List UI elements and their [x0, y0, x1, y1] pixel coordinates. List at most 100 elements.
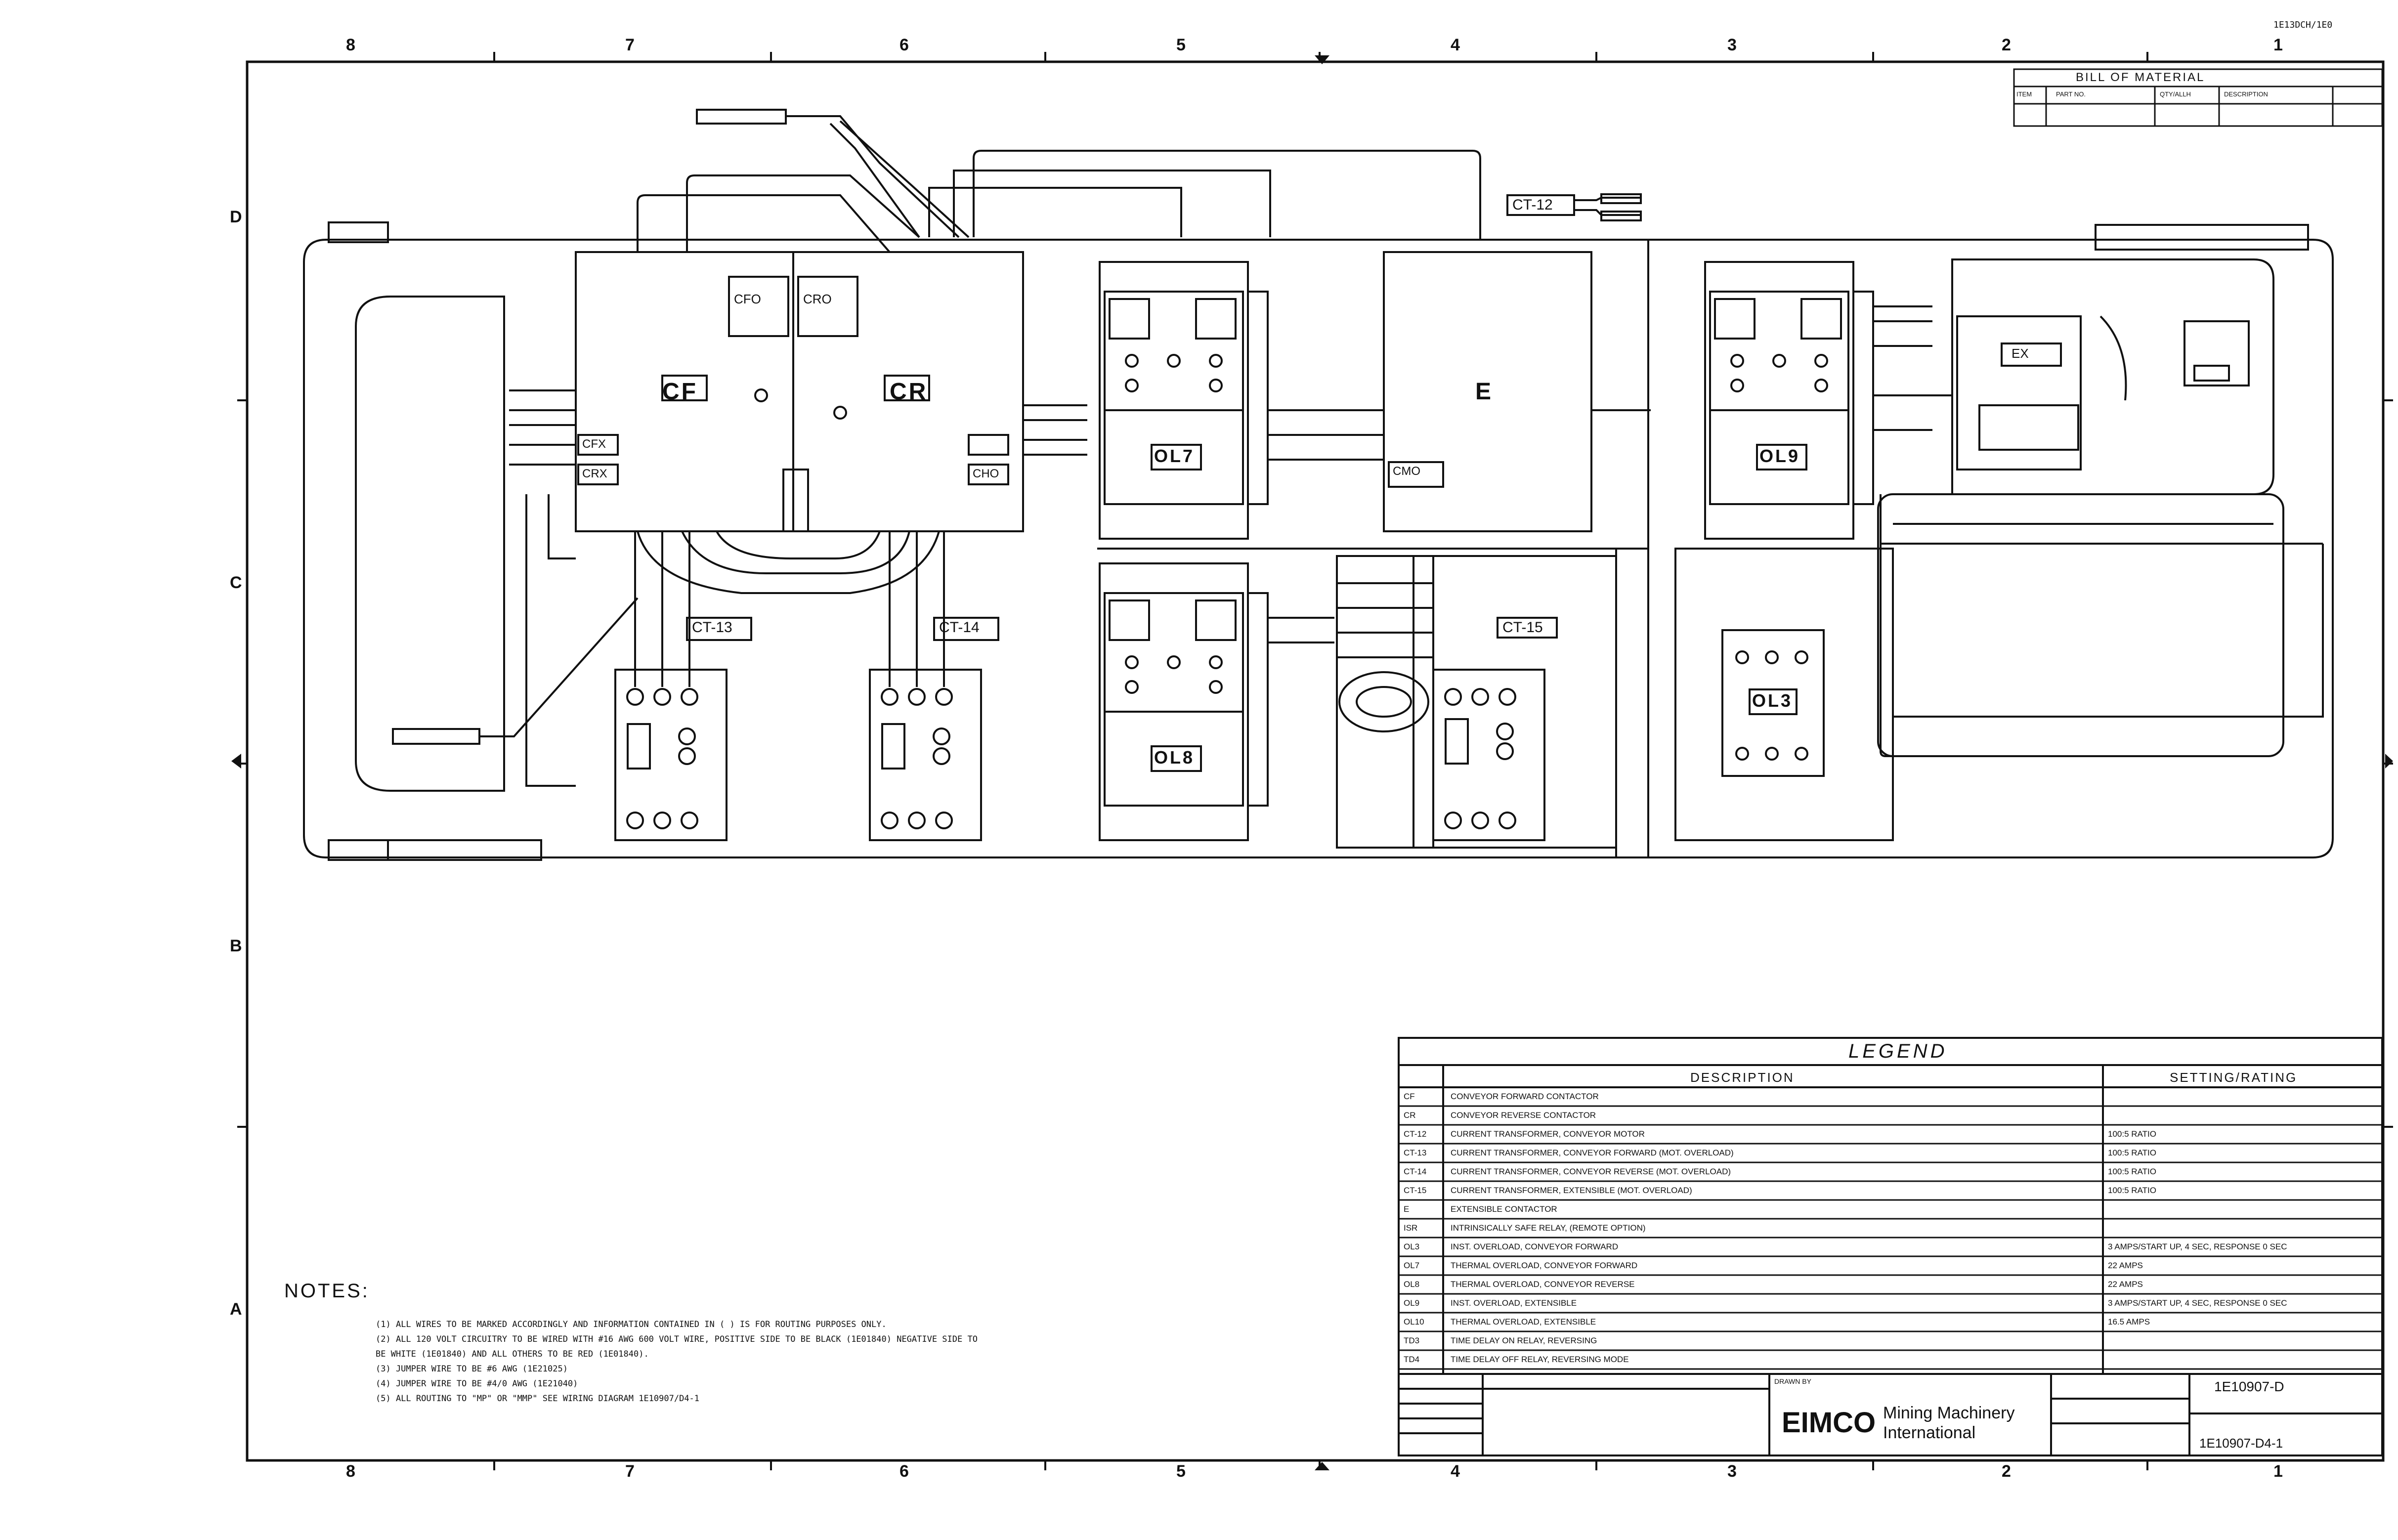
component-ol9: OL9	[1759, 446, 1800, 466]
legend-setting: 100:5 RATIO	[2108, 1167, 2156, 1176]
legend-desc: INTRINSICALLY SAFE RELAY, (REMOTE OPTION…	[1451, 1223, 1646, 1233]
bom-header-desc: DESCRIPTION	[2224, 90, 2268, 98]
legend-code: TD4	[1404, 1355, 1420, 1364]
zone-column-1-top: 1	[2273, 36, 2283, 54]
component-cfx: CFX	[582, 437, 606, 451]
notes-title: NOTES:	[284, 1280, 370, 1302]
component-cfo: CFO	[734, 292, 761, 306]
legend-desc: CURRENT TRANSFORMER, CONVEYOR FORWARD (M…	[1451, 1148, 1734, 1157]
legend-code: CR	[1404, 1111, 1416, 1120]
note-item: (2) ALL 120 VOLT CIRCUITRY TO BE WIRED W…	[376, 1334, 978, 1344]
legend-desc: CURRENT TRANSFORMER, CONVEYOR MOTOR	[1451, 1129, 1645, 1139]
legend-col-description: DESCRIPTION	[1690, 1070, 1795, 1085]
zone-column-1-bottom: 1	[2273, 1462, 2283, 1481]
legend-desc: TIME DELAY OFF RELAY, REVERSING MODE	[1451, 1355, 1629, 1364]
legend-code: CT-15	[1404, 1186, 1427, 1195]
component-ct15: CT-15	[1502, 619, 1543, 636]
component-cr: CR	[890, 379, 928, 405]
bom-header-qty: QTY/ALLH	[2160, 90, 2191, 98]
drawn-by-label: DRAWN BY	[1774, 1377, 1811, 1385]
legend-desc: THERMAL OVERLOAD, EXTENSIBLE	[1451, 1317, 1596, 1326]
legend-col-setting: SETTING/RATING	[2170, 1070, 2298, 1085]
component-cho: CHO	[973, 467, 999, 480]
company-logo-text: EIMCO	[1782, 1407, 1876, 1439]
legend-desc: INST. OVERLOAD, CONVEYOR FORWARD	[1451, 1242, 1619, 1251]
legend-setting: 100:5 RATIO	[2108, 1186, 2156, 1195]
component-ct12: CT-12	[1512, 197, 1553, 213]
zone-column-5-top: 5	[1176, 36, 1186, 54]
legend-code: CF	[1404, 1092, 1415, 1101]
legend-code: OL10	[1404, 1317, 1424, 1326]
legend-desc: INST. OVERLOAD, EXTENSIBLE	[1451, 1298, 1577, 1308]
legend-desc: CURRENT TRANSFORMER, CONVEYOR REVERSE (M…	[1451, 1167, 1731, 1176]
zone-column-4-top: 4	[1451, 36, 1460, 54]
company-name-line1: Mining Machinery	[1883, 1404, 2015, 1422]
legend-code: CT-12	[1404, 1129, 1427, 1139]
component-ct13: CT-13	[692, 619, 732, 636]
zone-column-5-bottom: 5	[1176, 1462, 1186, 1481]
drawing-number-top: 1E13DCH/1E0	[2273, 20, 2333, 30]
drawing-number: 1E10907-D	[2214, 1379, 2284, 1394]
legend-desc: THERMAL OVERLOAD, CONVEYOR REVERSE	[1451, 1280, 1635, 1289]
component-ol7: OL7	[1154, 446, 1195, 466]
legend-code: OL7	[1404, 1261, 1420, 1270]
zone-column-3-top: 3	[1727, 36, 1737, 54]
zone-row-d: D	[230, 208, 242, 226]
legend-setting: 3 AMPS/START UP, 4 SEC, RESPONSE 0 SEC	[2108, 1242, 2287, 1251]
component-cf: CF	[662, 379, 698, 405]
legend-code: OL3	[1404, 1242, 1420, 1251]
zone-column-4-bottom: 4	[1451, 1462, 1460, 1481]
zone-column-3-bottom: 3	[1727, 1462, 1737, 1481]
zone-column-2-top: 2	[2002, 36, 2011, 54]
legend-setting: 22 AMPS	[2108, 1261, 2143, 1270]
legend-desc: CONVEYOR FORWARD CONTACTOR	[1451, 1092, 1599, 1101]
legend-desc: EXTENSIBLE CONTACTOR	[1451, 1204, 1557, 1214]
note-item: (1) ALL WIRES TO BE MARKED ACCORDINGLY A…	[376, 1320, 887, 1329]
component-ol8: OL8	[1154, 747, 1195, 768]
zone-row-a: A	[230, 1300, 242, 1319]
zone-column-6-top: 6	[899, 36, 909, 54]
legend-code: OL9	[1404, 1298, 1420, 1308]
legend-code: E	[1404, 1204, 1410, 1214]
note-item: BE WHITE (1E01840) AND ALL OTHERS TO BE …	[376, 1349, 649, 1359]
component-e: E	[1475, 379, 1494, 405]
bom-header-part: PART NO.	[2056, 90, 2086, 98]
component-ct14: CT-14	[939, 619, 980, 636]
zone-column-8-bottom: 8	[346, 1462, 355, 1481]
note-item: (4) JUMPER WIRE TO BE #4/0 AWG (1E21040)	[376, 1379, 578, 1389]
bom-header-item: ITEM	[2016, 90, 2032, 98]
legend-code: ISR	[1404, 1223, 1418, 1233]
note-item: (3) JUMPER WIRE TO BE #6 AWG (1E21025)	[376, 1364, 568, 1374]
component-cmo: CMO	[1393, 465, 1420, 478]
zone-column-7-bottom: 7	[625, 1462, 635, 1481]
component-cro: CRO	[803, 292, 832, 306]
zone-column-7-top: 7	[625, 36, 635, 54]
legend-desc: TIME DELAY ON RELAY, REVERSING	[1451, 1336, 1597, 1345]
company-name-line2: International	[1883, 1423, 1976, 1442]
note-item: (5) ALL ROUTING TO "MP" OR "MMP" SEE WIR…	[376, 1394, 700, 1404]
legend-title: LEGEND	[1848, 1040, 1948, 1062]
zone-column-6-bottom: 6	[899, 1462, 909, 1481]
legend-code: TD3	[1404, 1336, 1420, 1345]
legend-desc: CONVEYOR REVERSE CONTACTOR	[1451, 1111, 1596, 1120]
legend-setting: 100:5 RATIO	[2108, 1129, 2156, 1139]
component-ol3: OL3	[1752, 690, 1793, 711]
legend-desc: THERMAL OVERLOAD, CONVEYOR FORWARD	[1451, 1261, 1638, 1270]
component-crx: CRX	[582, 467, 607, 480]
sheet-reference: 1E10907-D4-1	[2199, 1436, 2283, 1451]
legend-code: OL8	[1404, 1280, 1420, 1289]
legend-setting: 3 AMPS/START UP, 4 SEC, RESPONSE 0 SEC	[2108, 1298, 2287, 1308]
legend-desc: CURRENT TRANSFORMER, EXTENSIBLE (MOT. OV…	[1451, 1186, 1692, 1195]
component-ex: EX	[2012, 346, 2029, 361]
legend-setting: 22 AMPS	[2108, 1280, 2143, 1289]
legend-setting: 16.5 AMPS	[2108, 1317, 2150, 1326]
zone-row-c: C	[230, 573, 242, 592]
zone-column-8-top: 8	[346, 36, 355, 54]
zone-column-2-bottom: 2	[2002, 1462, 2011, 1481]
legend-code: CT-13	[1404, 1148, 1427, 1157]
legend-code: CT-14	[1404, 1167, 1427, 1176]
zone-row-b: B	[230, 937, 242, 955]
bom-title: BILL OF MATERIAL	[2076, 71, 2205, 84]
legend-setting: 100:5 RATIO	[2108, 1148, 2156, 1157]
